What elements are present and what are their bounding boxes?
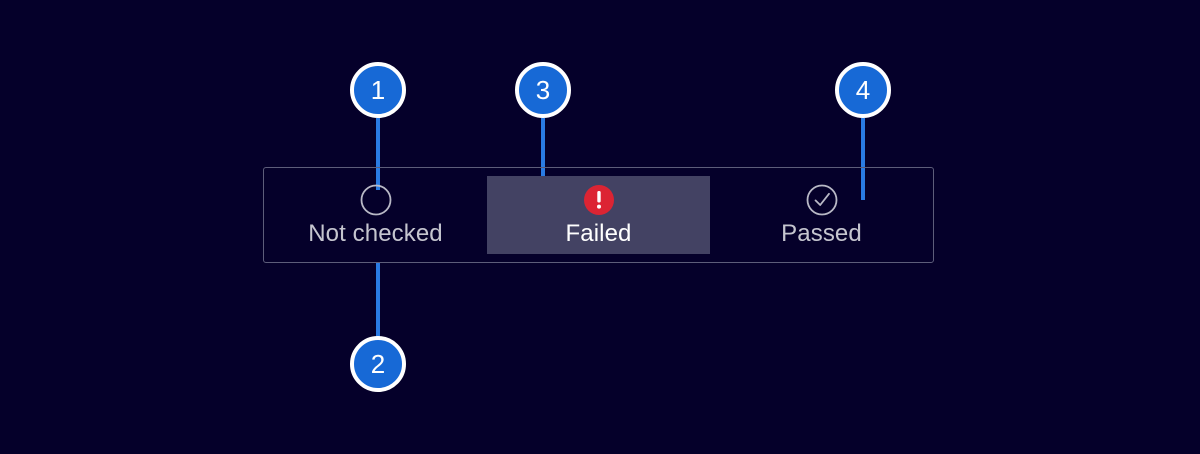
callout-number-2: 2 — [370, 349, 386, 379]
segment-label-not-checked: Not checked — [308, 220, 443, 247]
segment-label-failed: Failed — [565, 220, 632, 247]
leader-line-2 — [376, 263, 380, 337]
callout-badge-3: 3 — [515, 62, 571, 118]
callout-number-1: 1 — [370, 75, 386, 105]
empty-circle-icon — [359, 182, 393, 218]
check-circle-icon — [805, 182, 839, 218]
leader-line-1 — [376, 118, 380, 190]
segment-passed[interactable]: Passed — [710, 176, 933, 254]
callout-number-3: 3 — [535, 75, 551, 105]
segment-not-checked[interactable]: Not checked — [264, 176, 487, 254]
error-exclamation-icon — [582, 182, 616, 218]
segment-failed[interactable]: Failed — [487, 176, 710, 254]
callout-number-4: 4 — [855, 75, 871, 105]
leader-line-3 — [541, 118, 545, 208]
callout-badge-1: 1 — [350, 62, 406, 118]
check-status-segmented-control[interactable]: Not checked Failed Passed — [263, 167, 934, 263]
segment-label-passed: Passed — [781, 220, 862, 247]
leader-line-4 — [861, 118, 865, 200]
callout-badge-2: 2 — [350, 336, 406, 392]
callout-badge-4: 4 — [835, 62, 891, 118]
